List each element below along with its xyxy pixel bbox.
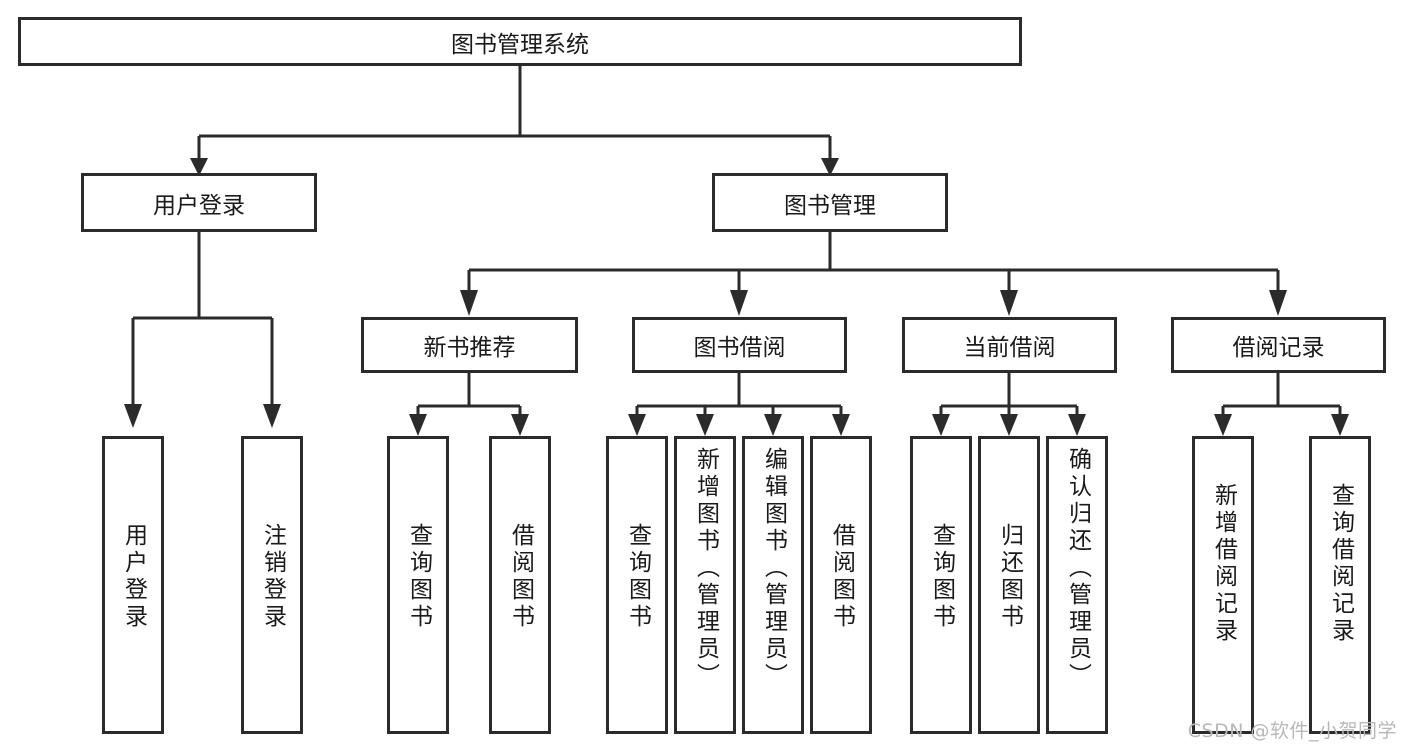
arrow-to-borrow-record: [1269, 290, 1287, 316]
arrow-book-borrow-leaf3: [764, 414, 782, 436]
leaf-label: 新增图书（管理员）: [692, 447, 719, 690]
leaf-label: 借阅图书: [828, 523, 855, 631]
leaf-label: 归还图书: [996, 523, 1023, 631]
node-user-login-label: 用户登录: [153, 192, 245, 219]
leaf-book-borrow-add[interactable]: 新增图书（管理员）: [674, 436, 736, 734]
arrow-user-login-leaf2: [263, 404, 281, 428]
arrow-book-borrow-leaf4: [832, 414, 850, 436]
connector-layer: [124, 66, 1349, 436]
arrow-user-login-leaf1: [124, 404, 142, 428]
arrow-to-current-borrow: [1000, 290, 1018, 316]
node-borrow-record-label: 借阅记录: [1232, 335, 1325, 361]
leaf-borrow-record-query[interactable]: 查询借阅记录: [1309, 436, 1371, 734]
leaf-current-borrow-return[interactable]: 归还图书: [978, 436, 1040, 734]
node-book-manage[interactable]: 图书管理: [712, 173, 948, 232]
arrow-new-book-leaf1: [409, 414, 427, 436]
node-root-label: 图书管理系统: [451, 31, 589, 58]
leaf-label: 注销登录: [259, 523, 286, 631]
leaf-label: 用户登录: [120, 523, 147, 631]
node-book-manage-label: 图书管理: [784, 192, 876, 219]
leaf-current-borrow-confirm[interactable]: 确认归还（管理员）: [1046, 436, 1108, 734]
node-book-borrow-label: 图书借阅: [693, 335, 786, 361]
leaf-label: 确认归还（管理员）: [1064, 447, 1091, 690]
leaf-new-book-borrow[interactable]: 借阅图书: [489, 436, 551, 734]
arrow-current-borrow-leaf3: [1068, 414, 1086, 436]
leaf-label: 编辑图书（管理员）: [760, 447, 787, 690]
arrow-new-book-leaf2: [511, 414, 529, 436]
node-new-book-recommend-label: 新书推荐: [423, 335, 516, 361]
leaf-user-login-logout[interactable]: 注销登录: [241, 436, 303, 734]
node-new-book-recommend[interactable]: 新书推荐: [361, 317, 578, 373]
leaf-book-borrow-borrow[interactable]: 借阅图书: [810, 436, 872, 734]
arrow-to-book-manage: [821, 158, 839, 176]
arrow-current-borrow-leaf2: [1000, 414, 1018, 436]
arrow-book-borrow-leaf2: [696, 414, 714, 436]
node-user-login[interactable]: 用户登录: [81, 173, 317, 232]
arrow-to-book-borrow: [730, 290, 748, 316]
leaf-current-borrow-query[interactable]: 查询图书: [910, 436, 972, 734]
leaf-borrow-record-add[interactable]: 新增借阅记录: [1192, 436, 1254, 734]
node-current-borrow-label: 当前借阅: [963, 335, 1056, 361]
node-book-borrow[interactable]: 图书借阅: [632, 317, 847, 373]
arrow-to-new-book: [460, 290, 478, 316]
leaf-label: 查询图书: [928, 523, 955, 631]
leaf-label: 查询借阅记录: [1327, 483, 1354, 645]
leaf-user-login-login[interactable]: 用户登录: [102, 436, 164, 734]
leaf-label: 查询图书: [405, 523, 432, 631]
leaf-book-borrow-edit[interactable]: 编辑图书（管理员）: [742, 436, 804, 734]
arrow-to-user-login: [190, 158, 208, 176]
node-root[interactable]: 图书管理系统: [18, 17, 1022, 66]
arrow-borrow-record-leaf2: [1331, 414, 1349, 436]
leaf-label: 借阅图书: [507, 523, 534, 631]
arrow-current-borrow-leaf1: [932, 414, 950, 436]
arrow-borrow-record-leaf1: [1214, 414, 1232, 436]
leaf-new-book-query[interactable]: 查询图书: [387, 436, 449, 734]
arrow-book-borrow-leaf1: [628, 414, 646, 436]
node-borrow-record[interactable]: 借阅记录: [1171, 317, 1386, 373]
node-current-borrow[interactable]: 当前借阅: [902, 317, 1117, 373]
leaf-label: 新增借阅记录: [1210, 483, 1237, 645]
leaf-book-borrow-query[interactable]: 查询图书: [606, 436, 668, 734]
leaf-label: 查询图书: [624, 523, 651, 631]
csdn-watermark: CSDN @软件_小贺同学: [1187, 720, 1397, 742]
